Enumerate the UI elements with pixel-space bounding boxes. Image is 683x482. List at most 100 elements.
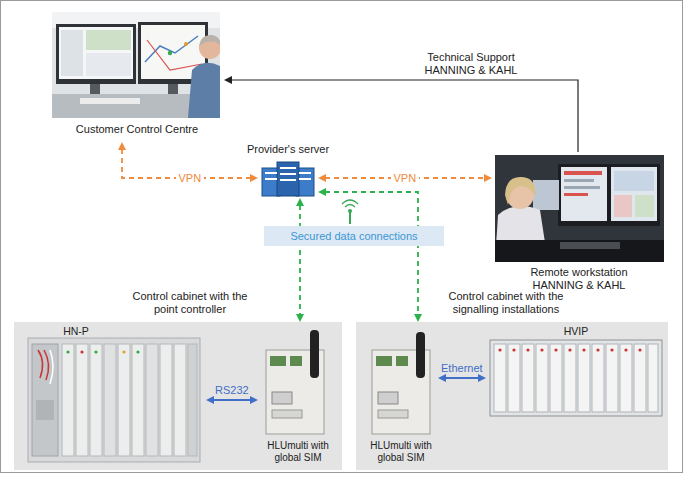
remote-workstation-photo [635, 195, 654, 217]
hvip-photo [596, 348, 599, 351]
point-controller-photo [90, 344, 102, 456]
control-centre-photo [59, 27, 133, 79]
server-icon [280, 167, 296, 169]
control-centre-photo [52, 12, 220, 118]
control-centre-photo [56, 24, 136, 84]
node-label: Customer Control Centre [50, 123, 224, 136]
point-controller-photo [80, 350, 83, 353]
hvip-photo [536, 344, 548, 412]
hlumulti-photo [272, 410, 302, 418]
control-centre-photo [199, 35, 220, 46]
hvip-photo [592, 344, 604, 412]
outer-frame [1, 1, 683, 473]
hlumulti-photo [378, 410, 408, 418]
arrow-head [224, 76, 232, 84]
point-controller-photo [50, 350, 53, 384]
remote-workstation-photo [564, 171, 602, 175]
server-box: Provider's server [258, 160, 318, 198]
server-icon [280, 179, 296, 181]
hlumulti-photo [270, 356, 286, 366]
arrow-head [296, 314, 304, 322]
hvip-photo [522, 344, 534, 412]
hvip-photo [610, 348, 613, 351]
point-controller-photo [132, 344, 144, 456]
remote-workstation-photo [614, 171, 654, 191]
remote-workstation-photo [495, 240, 664, 262]
hvip-photo [564, 344, 576, 412]
point-controller-photo [38, 350, 43, 378]
hvip-photo [490, 340, 662, 416]
hvip-photo [540, 348, 543, 351]
connector [438, 374, 486, 382]
arrow-head [414, 314, 422, 322]
hvip-photo [526, 348, 529, 351]
server-icon [262, 162, 314, 196]
point-controller-photo [28, 338, 200, 462]
hvip-photo [554, 348, 557, 351]
arrow-head [118, 142, 126, 150]
point-controller-photo [136, 350, 139, 353]
server-icon [265, 172, 277, 174]
hlumulti-photo [416, 332, 425, 378]
control-centre-photo [86, 30, 131, 50]
point-controller-photo [66, 350, 69, 353]
hvip-photo [648, 344, 658, 412]
edge-label: VPN [391, 172, 420, 185]
wireless-icon [345, 205, 355, 208]
cabinet-panel-ground [14, 322, 342, 470]
wireless-icon [349, 212, 351, 224]
node-label: HN-P [58, 325, 94, 338]
connector [206, 396, 258, 404]
hvip-photo [490, 340, 662, 416]
node-label: Control cabinet with the point controlle… [125, 290, 255, 316]
node-label: Control cabinet with the signalling inst… [436, 290, 576, 316]
point-controller-photo [62, 344, 74, 456]
point-controller-photo [104, 344, 116, 456]
point-controller-photo [76, 344, 88, 456]
hvip-photo [578, 344, 590, 412]
wireless-icon [342, 200, 358, 204]
arrow-head [318, 188, 326, 196]
control-cabinet-panel: Control cabinet with the signalling inst… [356, 322, 668, 470]
hvip-photo [494, 344, 506, 412]
hvip-photo [550, 344, 562, 412]
remote-workstation-photo [558, 164, 660, 226]
point-controller-photo [94, 350, 97, 353]
control-centre-photo [61, 30, 83, 76]
secured-connection-band: Secured data connections [264, 226, 444, 246]
connector-line [445, 377, 479, 379]
remote-workstation-photo [564, 179, 594, 182]
control-centre-photo [86, 53, 131, 76]
hvip-photo [624, 348, 627, 351]
wireless-icon [342, 200, 358, 224]
hvip-photo [508, 344, 520, 412]
arrow-head [206, 396, 214, 404]
hlumulti-box: HLUmulti with global SIM [364, 322, 438, 470]
control-centre-photo [52, 12, 220, 118]
remote-workstation-photo [564, 186, 600, 189]
point-controller-photo [36, 400, 54, 420]
edge-label: Ethernet [441, 362, 483, 375]
arrow-head [438, 374, 446, 382]
control-centre-photo [168, 51, 172, 55]
node-label: Secured data connections [264, 226, 444, 246]
edge-label: VPN [176, 172, 205, 185]
control-centre-photo [184, 42, 188, 46]
point-controller-photo [32, 344, 58, 456]
point-controller-photo [160, 344, 172, 456]
arrow-head [318, 174, 326, 182]
server-icon [299, 178, 311, 180]
workstation-box: Remote workstation HANNING & KAHL [492, 152, 666, 302]
connector [224, 76, 578, 152]
hvip-photo [638, 348, 641, 351]
hvip-photo [512, 348, 515, 351]
node-label: HLUmulti with global SIM [258, 440, 338, 464]
arrow-head [478, 374, 486, 382]
server-icon [265, 178, 277, 180]
hlumulti-photo [310, 330, 319, 378]
hvip-photo [582, 348, 585, 351]
node-label: Provider's server [233, 143, 343, 156]
hvip-photo [606, 344, 618, 412]
remote-workstation-photo [560, 242, 620, 249]
node-label: HLUmulti with global SIM [364, 440, 438, 464]
